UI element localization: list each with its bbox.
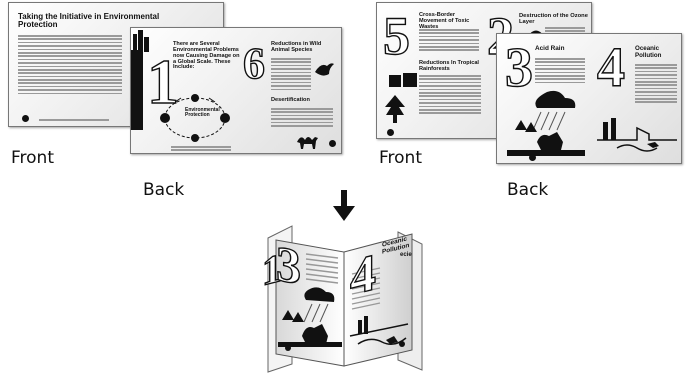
right-back-sheet: 3 Acid Rain 4 Oceanic Pollution [496, 33, 682, 164]
right-front-heading-rainforest: Reductions In Tropical Rainforests [419, 61, 481, 73]
right-front-tree-icon [385, 95, 405, 125]
left-back-text-desert [271, 108, 333, 128]
left-back-heading-1: There are Several Environmental Problems… [173, 42, 241, 71]
right-front-text-rainforest [419, 75, 481, 116]
left-back-heading-6: Reductions in Wild Animal Species [271, 42, 337, 54]
folded-number-4: 4 [350, 247, 376, 305]
right-back-logo [529, 154, 536, 161]
right-back-factory-icon [597, 114, 677, 154]
left-back-number-6: 6 [243, 42, 265, 86]
right-back-number-3: 3 [505, 40, 533, 96]
folded-logo-right [399, 341, 405, 347]
right-front-heading-2: Destruction of the Ozone Layer [519, 13, 591, 25]
left-back-sheet: 1 There are Several Environmental Proble… [130, 27, 342, 154]
right-back-acid-rain-illustration [507, 90, 585, 158]
right-back-number-4: 4 [597, 40, 625, 96]
right-front-logo [387, 129, 394, 136]
left-back-logo [329, 140, 336, 147]
left-front-logo [22, 115, 29, 122]
right-front-number-5: 5 [383, 9, 410, 63]
left-back-text-6 [271, 58, 311, 92]
folded-edge-text: ecie [400, 252, 412, 258]
left-back-footnote [171, 146, 231, 153]
left-back-bird-icon [313, 58, 335, 80]
folded-logo-left [285, 345, 291, 351]
left-back-label: Back [143, 180, 184, 200]
right-front-heading-5: Cross-Border Movement of Toxic Wastes [419, 13, 481, 31]
right-front-label: Front [379, 148, 422, 168]
left-back-camel-icon [295, 132, 321, 150]
right-back-text-4 [635, 64, 677, 105]
right-back-heading-3: Acid Rain [535, 46, 585, 53]
left-back-side-strip [131, 50, 143, 130]
right-front-barrel-icon [387, 69, 421, 89]
right-back-label: Back [507, 180, 548, 200]
left-front-body-text [18, 35, 122, 96]
right-back-heading-4: Oceanic Pollution [635, 46, 681, 59]
left-front-label: Front [11, 148, 54, 168]
left-back-heading-desert: Desertification [271, 98, 337, 104]
down-arrow-icon [333, 190, 355, 222]
folded-number-3: 3 [276, 238, 301, 292]
right-front-text-5 [419, 29, 479, 53]
left-back-cycle-diagram [151, 90, 239, 144]
right-back-text-3 [535, 58, 585, 85]
left-front-footer-text [39, 119, 109, 122]
